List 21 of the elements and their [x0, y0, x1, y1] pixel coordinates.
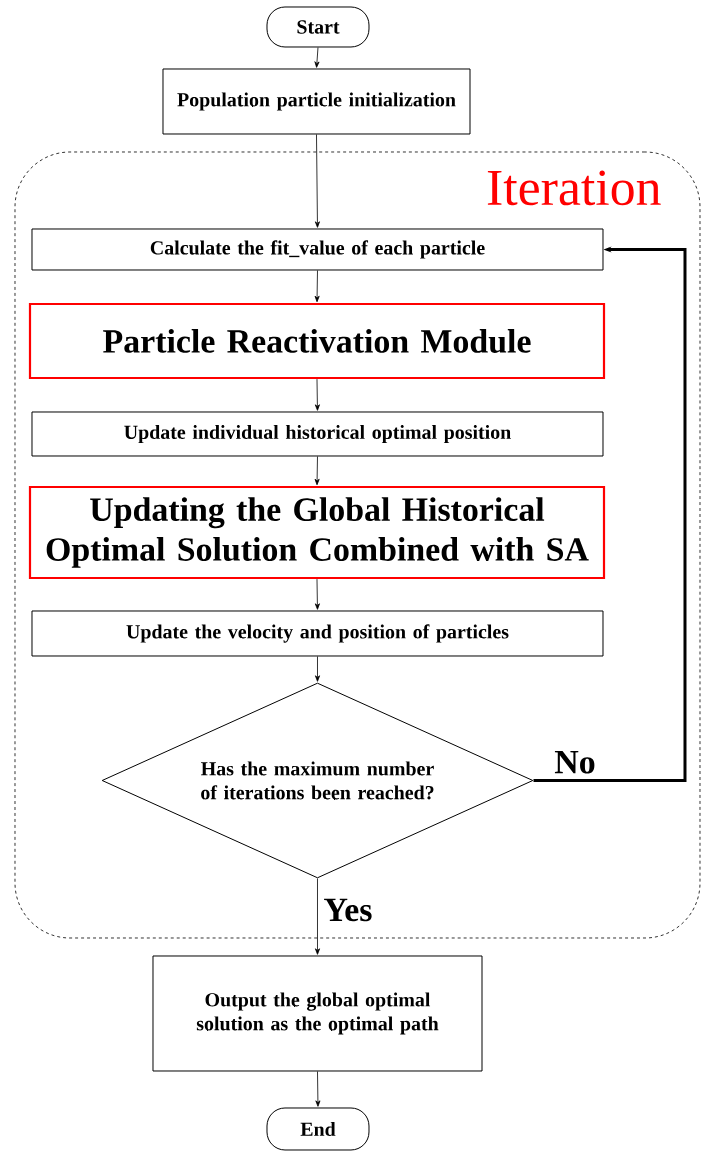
region-heading: Iteration	[487, 170, 661, 206]
arrow	[315, 878, 320, 955]
arrow	[314, 47, 320, 68]
edge-label: No	[553, 750, 597, 775]
module-box: Particle Reactivation Module	[28, 302, 606, 380]
arrow	[314, 578, 320, 610]
process-box: Population particle initialization	[162, 68, 471, 135]
arrow	[315, 656, 320, 682]
arrow	[314, 378, 320, 411]
arrow	[315, 1071, 321, 1107]
process-box: Update individual historical optimal position	[31, 411, 604, 457]
arrow	[314, 456, 320, 486]
module-box: Updating the Global Historical Optimal Solution Combined with SA	[28, 485, 606, 580]
edge-label: Yes	[322, 897, 374, 923]
process-box: Output the global optimal solution as the optimal path	[152, 955, 483, 1072]
process-box: Update the velocity and position of particles	[31, 610, 604, 657]
terminal-box: Start	[266, 6, 370, 48]
process-box: Calculate the fit_value of each particle	[31, 228, 604, 271]
terminal-box: End	[266, 1107, 370, 1151]
arrow	[314, 270, 320, 303]
arrow	[314, 134, 320, 228]
